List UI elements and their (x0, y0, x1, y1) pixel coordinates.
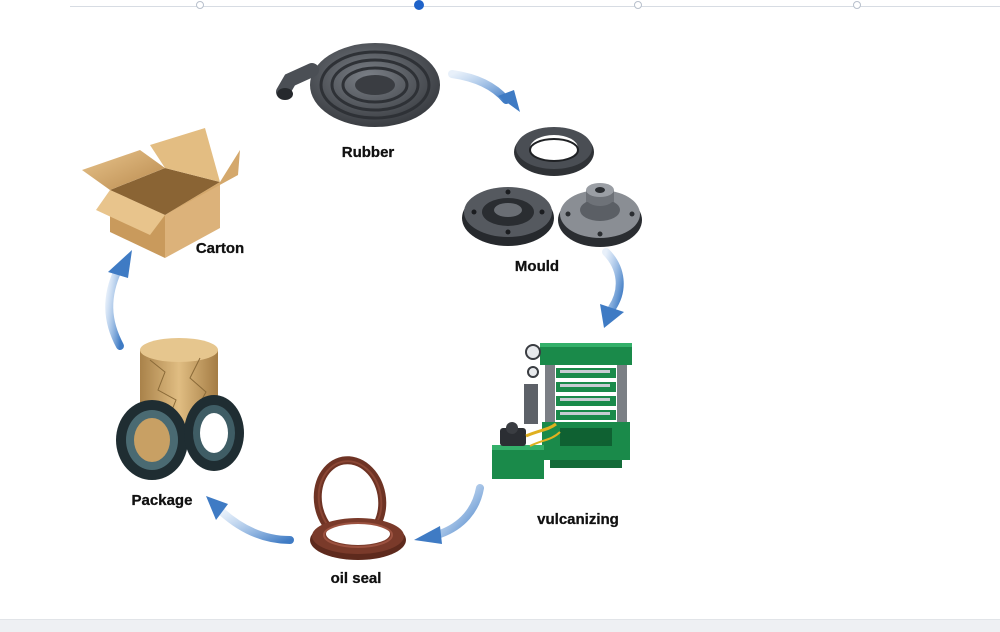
oil-seal-image (310, 456, 406, 560)
vulcanizing-machine-image (492, 343, 632, 479)
arrow-package-to-carton (105, 250, 132, 350)
arrow-oil-seal-to-package (206, 496, 294, 544)
arrow-vulcanizing-to-oil-seal (414, 484, 484, 544)
package-label: Package (132, 492, 193, 509)
vulcanizing-label: vulcanizing (537, 511, 619, 528)
slider-dot-active[interactable] (414, 0, 424, 10)
top-slider-track (70, 0, 1000, 10)
mould-image (462, 127, 642, 247)
arrow-rubber-to-mould (448, 70, 520, 112)
rubber-image (276, 43, 440, 127)
slider-dot[interactable] (634, 1, 642, 9)
slider-dot[interactable] (196, 1, 204, 9)
slider-dot[interactable] (853, 1, 861, 9)
mould-label: Mould (515, 258, 559, 275)
carton-label: Carton (196, 240, 244, 257)
bottom-scrollbar[interactable] (0, 619, 1000, 632)
oil-seal-label: oil seal (331, 570, 382, 587)
carton-image (82, 128, 240, 258)
arrow-mould-to-vulcanizing (600, 248, 624, 328)
package-image (116, 338, 244, 480)
rubber-label: Rubber (342, 144, 395, 161)
